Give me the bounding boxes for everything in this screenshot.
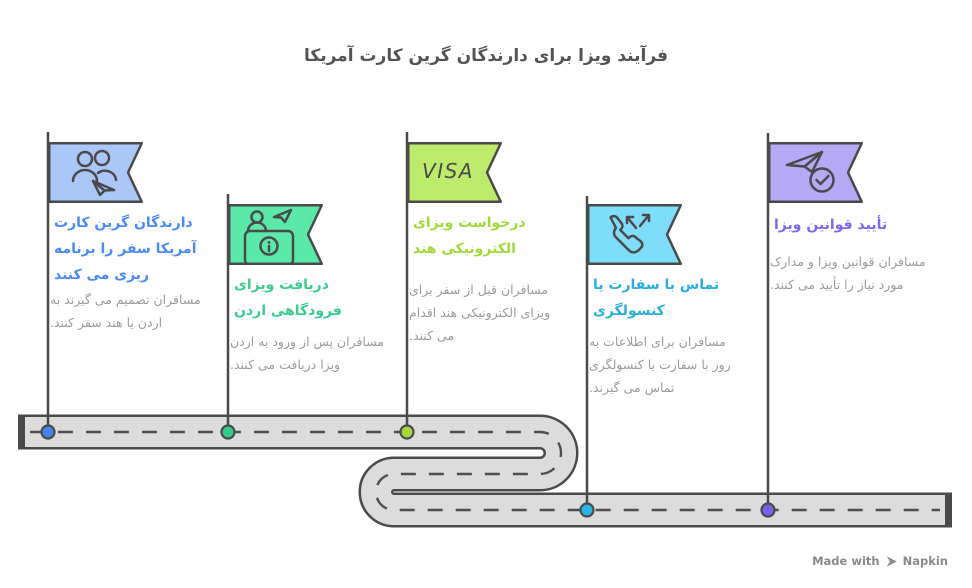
timeline-dot-1 (40, 424, 56, 440)
milestone-flag-4 (587, 204, 682, 265)
credit-text: Made with (812, 554, 880, 568)
milestone-flag-1 (48, 142, 143, 203)
milestone-title-3: درخواست ویزای الکترونیکی هند (413, 215, 526, 257)
milestone-title-5: تأیید قوانین ویزا (774, 217, 888, 233)
green-card-travelers-plane-icon (71, 149, 118, 197)
milestone-flag-2 (228, 204, 323, 265)
visa-text-label: VISA (422, 159, 474, 183)
road-surface (25, 417, 945, 525)
milestone-title-4: تماس با سفارت یا کنسولگری (593, 277, 720, 319)
milestone-title-2: دریافت ویزای فرودگاهی اردن (234, 277, 342, 319)
milestone-description-4: مسافران برای اطلاعات به روز با سفارت یا … (589, 334, 731, 395)
page-title: فرآیند ویزا برای دارندگان گرین کارت آمری… (303, 46, 669, 66)
timeline-dot-5 (760, 502, 776, 518)
credit-brand: Napkin (902, 554, 948, 568)
milestone-description-3: مسافران قبل از سفر برای ویزای الکترونیکی… (409, 282, 551, 343)
airport-arrival-desk-icon (243, 208, 295, 263)
napkin-logo-icon (886, 555, 897, 567)
milestone-description-5: مسافران قوانین ویزا و مدارک مورد نیاز را… (770, 254, 926, 292)
road-centerline (30, 430, 940, 512)
timeline-dot-3 (399, 424, 415, 440)
milestone-description-1: مسافران تصمیم می گیرند به اردن یا هند سف… (50, 292, 201, 330)
milestone-description-2: مسافران پس از ورود به اردن ویزا دریافت م… (230, 334, 385, 372)
made-with-napkin-credit: Made with Napkin (812, 554, 948, 568)
timeline-dot-2 (220, 424, 236, 440)
plane-approved-check-icon (785, 150, 835, 193)
phone-outgoing-call-icon (609, 213, 651, 254)
milestone-title-1: دارندگان گرین کارت آمریکا سفر را برنامه … (54, 215, 197, 283)
milestone-flag-5 (768, 142, 863, 203)
milestone-flag-3: VISA (407, 142, 502, 203)
timeline-dot-4 (579, 502, 595, 518)
